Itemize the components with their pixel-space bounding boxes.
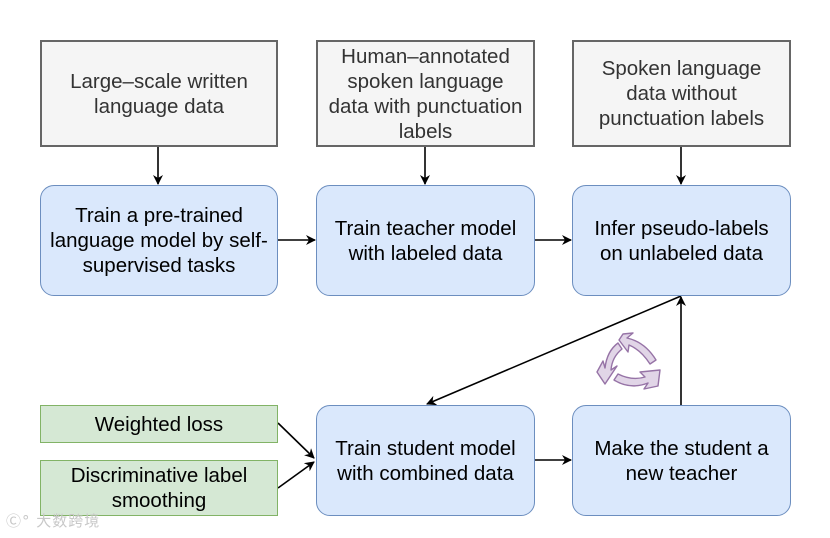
technique-box-weighted-loss: Weighted loss — [40, 405, 278, 443]
input-box-unlabeled-spoken-data: Spoken language data without punctuation… — [572, 40, 791, 147]
step-label: Infer pseudo-labels on unlabeled data — [594, 216, 769, 265]
step-label: Make the student a new teacher — [594, 436, 769, 485]
step-box-train-teacher: Train teacher model with labeled data — [316, 185, 535, 296]
edge-infer-to-student — [426, 295, 682, 406]
technique-label: Discriminative label smoothing — [70, 464, 248, 512]
watermark-text: 大数跨境 — [36, 512, 101, 530]
edge-smoothing-to-student — [277, 461, 315, 489]
step-box-train-student: Train student model with combined data — [316, 405, 535, 516]
input-label: Spoken language data without punctuation… — [598, 57, 765, 130]
watermark: Ⓒ° 大数跨境 — [6, 510, 100, 531]
step-label: Train student model with combined data — [335, 436, 516, 485]
input-box-annotated-spoken-data: Human–annotated spoken language data wit… — [316, 40, 535, 147]
watermark-logo-icon: Ⓒ° — [6, 512, 31, 530]
step-label: Train teacher model with labeled data — [334, 216, 517, 265]
input-box-written-data: Large–scale written language data — [40, 40, 278, 147]
technique-label: Weighted loss — [94, 412, 224, 436]
input-label: Human–annotated spoken language data wit… — [328, 44, 523, 143]
edge-weighted-to-student — [277, 422, 315, 459]
step-box-infer-pseudo: Infer pseudo-labels on unlabeled data — [572, 185, 791, 296]
step-label: Train a pre-trained language model by se… — [50, 204, 268, 277]
step-box-new-teacher: Make the student a new teacher — [572, 405, 791, 516]
technique-box-label-smoothing: Discriminative label smoothing — [40, 460, 278, 516]
input-label: Large–scale written language data — [70, 69, 248, 118]
step-box-pretrain: Train a pre-trained language model by se… — [40, 185, 278, 296]
recycle-arrows-icon — [596, 332, 661, 390]
